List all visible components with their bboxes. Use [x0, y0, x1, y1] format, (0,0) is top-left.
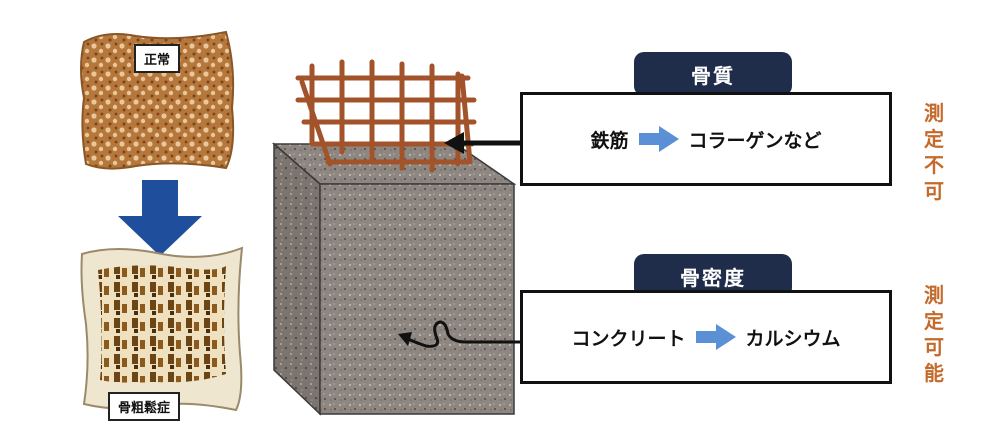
right-arrow-icon — [638, 126, 679, 152]
rebar-text: 鉄筋 — [590, 129, 629, 152]
osteoporosis-label: 骨粗鬆症 — [108, 392, 181, 421]
collagen-text: コラーゲンなど — [688, 129, 822, 152]
concrete-block-illustration — [271, 59, 517, 416]
quality-box: 鉄筋 コラーゲンなど — [520, 92, 892, 186]
calcium-text: カルシウム — [745, 327, 841, 350]
normal-bone-image — [80, 30, 235, 170]
normal-label: 正常 — [134, 44, 181, 73]
density-box: コンクリート カルシウム — [520, 290, 892, 384]
pointer-arrow-icon — [444, 132, 524, 154]
curly-arrow-icon — [398, 320, 524, 348]
density-side-note: 測 定 可 能 — [924, 283, 944, 385]
down-arrow-icon — [118, 180, 202, 256]
quality-header: 骨質 — [634, 52, 792, 96]
right-arrow-icon — [695, 324, 736, 350]
quality-side-note: 測 定 不 可 — [924, 101, 944, 203]
concrete-text: コンクリート — [571, 327, 686, 350]
osteoporosis-bone-image — [80, 246, 244, 412]
